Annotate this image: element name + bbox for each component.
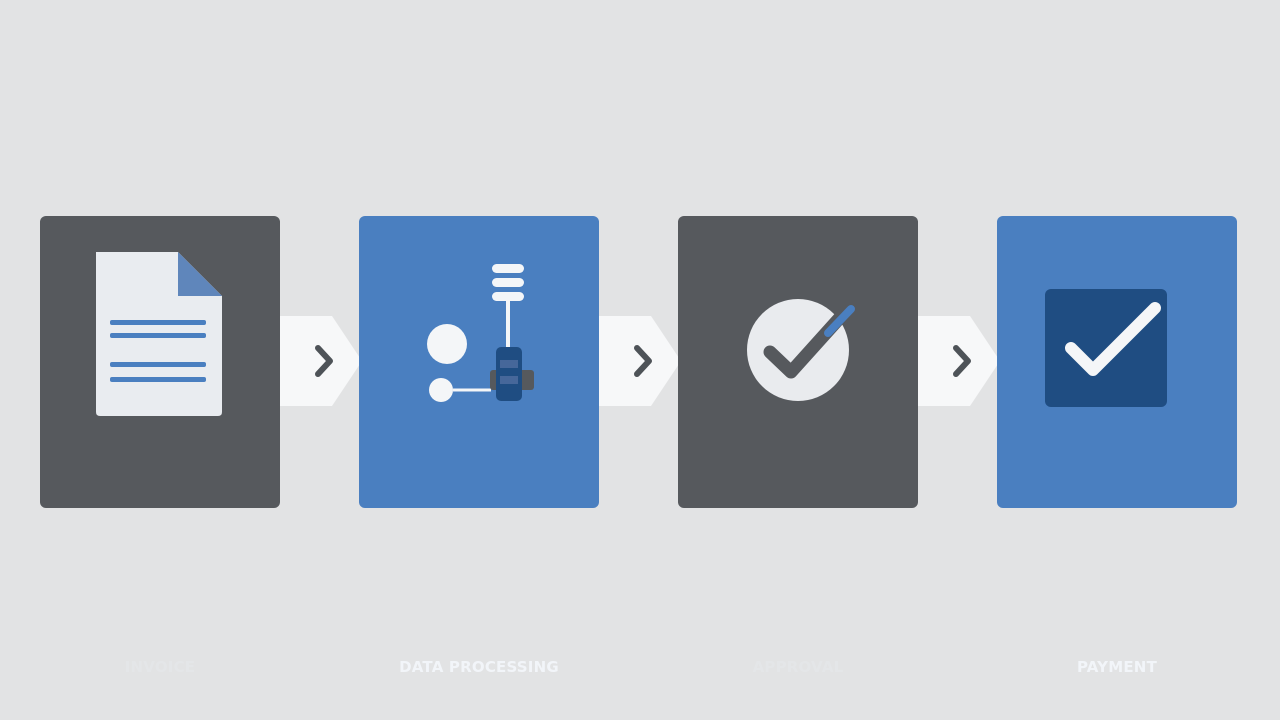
connector-2 (599, 316, 681, 406)
step-invoice-card: INVOICE (40, 216, 280, 676)
connector-3 (918, 316, 1000, 406)
data-processing-icon (427, 264, 534, 402)
connector-1 (280, 316, 362, 406)
approval-check-icon (747, 299, 855, 401)
chevron-right-icon (634, 345, 652, 377)
step-payment-card: PAYMENT (997, 216, 1237, 676)
step-data-processing-card: DATA PROCESSING (359, 216, 599, 676)
checkbox-icon (1045, 289, 1167, 407)
step-approval-card: APPROVAL (678, 216, 918, 676)
step-data-processing-label: DATA PROCESSING (399, 658, 559, 676)
step-approval-label: APPROVAL (752, 658, 844, 676)
step-payment-label: PAYMENT (1076, 658, 1157, 676)
step-invoice-label: INVOICE (124, 658, 196, 676)
chevron-right-icon (315, 345, 333, 377)
document-icon (96, 252, 222, 416)
chevron-right-icon (953, 345, 971, 377)
